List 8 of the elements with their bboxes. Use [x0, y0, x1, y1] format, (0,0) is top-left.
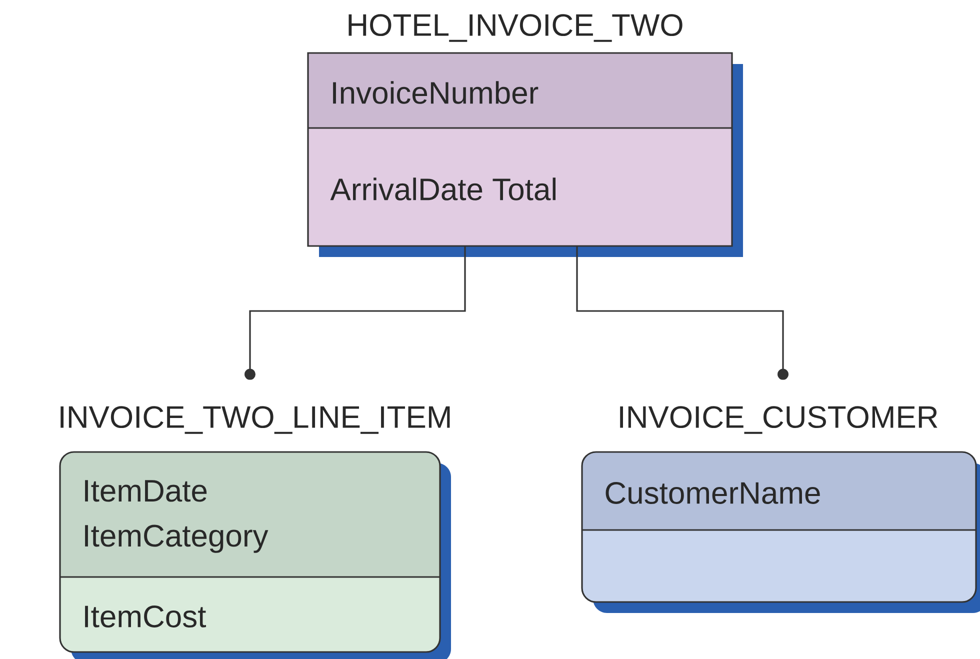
connector [576, 246, 788, 380]
node-label: HOTEL_INVOICE_TWO [348, 14, 682, 42]
node-label: INVOICE_CUSTOMER [620, 406, 938, 434]
entity-box: INVOICE_CUSTOMER CustomerName [581, 406, 980, 613]
node-label: INVOICE_TWO_LINE_ITEM [60, 406, 450, 434]
entity-box: INVOICE_TWO_LINE_ITEM ItemDate ItemCategory ItemCost [59, 406, 451, 659]
connector [244, 246, 466, 380]
entity-box: HOTEL_INVOICE_TWO InvoiceNumber ArrivalDate Total [307, 14, 743, 257]
